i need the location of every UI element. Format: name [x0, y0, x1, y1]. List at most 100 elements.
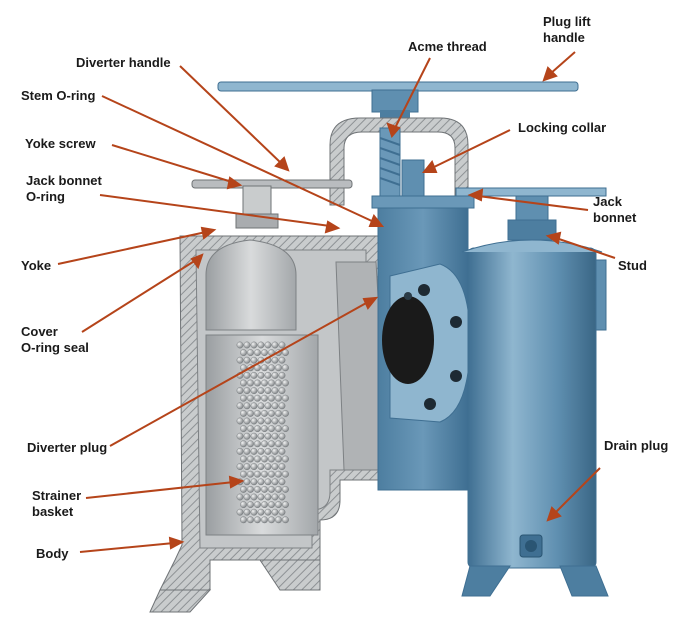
perforation-dot — [254, 409, 261, 417]
perforation-dot — [250, 341, 258, 349]
perforation-dot — [271, 478, 279, 486]
perforation-dot — [275, 470, 282, 478]
label-jack-bonnet-o-ring-line1: Jack bonnet — [26, 173, 102, 188]
label-cover-o-ring-seal-line1: Cover — [21, 324, 58, 339]
perforation-dot — [271, 508, 279, 516]
perforation-dot — [240, 409, 247, 417]
perforation-dot — [243, 478, 251, 486]
perforation-dot — [278, 447, 286, 455]
perforation-dot — [254, 425, 261, 432]
perforation-dot — [257, 493, 265, 501]
label-jack-bonnet-line2: bonnet — [593, 210, 637, 225]
perforation-dot — [254, 501, 261, 508]
leader-strainer-basket — [85, 475, 245, 499]
leader-acme-thread — [386, 57, 431, 138]
perforation-dot — [240, 470, 247, 478]
perforation-dot — [261, 379, 268, 387]
perforation-dot — [261, 485, 268, 493]
perforation-dot — [254, 394, 261, 402]
perforation-dot — [261, 470, 268, 478]
perforation-dot — [282, 501, 289, 508]
perforation-dot — [282, 485, 289, 493]
perforation-dot — [236, 356, 244, 364]
label-strainer-basket-line2: basket — [32, 504, 74, 519]
perforation-dot — [268, 379, 275, 387]
perforation-dot — [243, 463, 251, 470]
perforation-dot — [271, 447, 279, 455]
perforation-dot — [240, 516, 247, 524]
perforation-dot — [268, 485, 275, 493]
perforation-dot — [278, 463, 286, 470]
perforation-dot — [278, 493, 286, 501]
perforation-dot — [236, 447, 244, 455]
perforation-dot — [236, 387, 244, 394]
perforation-dot — [268, 425, 275, 432]
perforation-dot — [243, 356, 251, 364]
perforation-dot — [261, 364, 268, 372]
perforation-dot — [257, 387, 265, 394]
perforation-dot — [282, 455, 289, 463]
perforation-dot — [240, 379, 247, 387]
perforation-dot — [257, 371, 265, 379]
perforation-dot — [254, 440, 261, 448]
perforation-dot — [257, 447, 265, 455]
perforation-dot — [254, 379, 261, 387]
perforation-dot — [247, 394, 254, 402]
leader-diverter-plug — [109, 296, 379, 447]
perforation-dot — [261, 425, 268, 432]
perforation-dot — [257, 478, 265, 486]
perforation-dot — [268, 516, 275, 524]
perforation-dot — [261, 349, 268, 356]
perforation-dot — [250, 387, 258, 394]
right-chamber-shape — [455, 187, 609, 597]
perforation-dot — [243, 402, 251, 410]
perforation-dot — [278, 402, 286, 410]
perforation-dot — [247, 379, 254, 387]
inlet-flange-shape — [382, 263, 471, 423]
perforation-dot — [254, 485, 261, 493]
label-strainer-basket-line1: Strainer — [32, 488, 82, 503]
label-body: Body — [36, 546, 69, 561]
leader-stem-o-ring — [101, 95, 385, 227]
perforation-dot — [271, 463, 279, 470]
label-plug-lift-handle: Plug lift handle — [543, 14, 591, 46]
perforation-dot — [254, 455, 261, 463]
perforation-dot — [257, 402, 265, 410]
leader-yoke — [57, 226, 217, 265]
perforation-dot — [257, 508, 265, 516]
perforation-dot — [261, 455, 268, 463]
leader-plug-lift-handle — [542, 51, 576, 82]
perforation-dot — [268, 394, 275, 402]
perforation-dot — [236, 432, 244, 440]
label-cover-o-ring-seal: Cover O-ring seal — [21, 324, 89, 356]
perforation-dot — [247, 349, 254, 356]
perforation-dot — [264, 402, 272, 410]
perforation-dot — [264, 371, 272, 379]
perforation-dot — [250, 371, 258, 379]
perforation-dot — [268, 364, 275, 372]
label-acme-thread: Acme thread — [408, 39, 487, 54]
perforation-dot — [243, 371, 251, 379]
label-yoke-screw: Yoke screw — [25, 136, 96, 151]
perforation-dot — [250, 478, 258, 486]
perforation-dot — [257, 463, 265, 470]
perforation-dot — [236, 493, 244, 501]
label-plug-lift-handle-line1: Plug lift — [543, 14, 591, 29]
leader-jack-bonnet — [467, 188, 589, 211]
perforation-dot — [264, 508, 272, 516]
perforation-dot — [254, 349, 261, 356]
perforation-dot — [240, 440, 247, 448]
perforation-dot — [250, 417, 258, 425]
diverter-handle-shape — [191, 179, 353, 229]
perforation-dot — [278, 508, 286, 516]
perforation-dot — [278, 356, 286, 364]
label-jack-bonnet: Jack bonnet — [593, 194, 636, 226]
label-jack-bonnet-o-ring: Jack bonnet O-ring — [26, 173, 102, 205]
leader-drain-plug — [546, 467, 601, 522]
perforation-dot — [236, 402, 244, 410]
perforation-dot — [247, 455, 254, 463]
perforation-dot — [282, 470, 289, 478]
perforation-dot — [261, 516, 268, 524]
perforation-dot — [268, 409, 275, 417]
